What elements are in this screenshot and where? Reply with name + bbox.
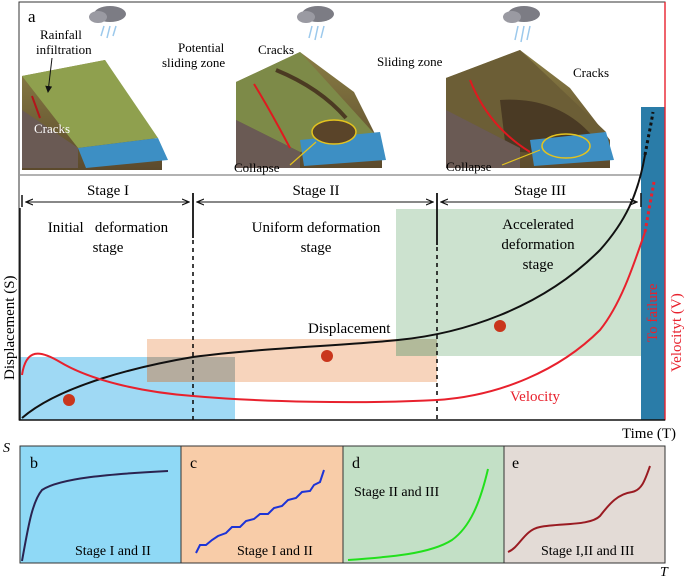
stage2-desc-line1: Uniform deformation bbox=[252, 220, 381, 236]
subpanel-b: b Stage I and II bbox=[19, 445, 182, 564]
label-potential: Potential bbox=[178, 40, 225, 55]
stage1-desc-line2: stage bbox=[93, 240, 124, 256]
y-axis-label: Displacement (S) bbox=[2, 275, 18, 380]
stage3-title: Stage III bbox=[514, 183, 566, 199]
displacement-marker bbox=[494, 320, 506, 332]
stage2-desc-line2: stage bbox=[301, 240, 332, 256]
label-cracks-2: Cracks bbox=[258, 42, 294, 57]
panel-a-letter: a bbox=[28, 7, 36, 26]
velocity-curve-label: Velocity bbox=[510, 389, 560, 405]
subpanel-d-caption: Stage II and III bbox=[354, 485, 439, 500]
slope-illustration-2 bbox=[236, 52, 386, 168]
label-sliding-zone-2: Sliding zone bbox=[377, 54, 443, 69]
failure-label: To failure bbox=[645, 283, 661, 342]
stage3-desc-line1: Accelerated bbox=[502, 217, 574, 233]
subpanel-b-letter: b bbox=[30, 455, 38, 472]
label-rainfall: Rainfall bbox=[40, 27, 82, 42]
subpanel-b-curve bbox=[21, 470, 169, 562]
subpanel-c-curve bbox=[195, 469, 325, 554]
displacement-marker bbox=[63, 394, 75, 406]
subpanel-b-caption: Stage I and II bbox=[75, 544, 151, 559]
stage3-desc-line2: deformation bbox=[501, 237, 575, 253]
velocity-axis-label: Velocityt (V) bbox=[669, 293, 685, 372]
cloud-icon bbox=[503, 6, 540, 43]
subpanel-d: d Stage II and III bbox=[342, 445, 505, 564]
subpanel-e: e Stage I,II and III bbox=[503, 445, 666, 564]
velocity-curve bbox=[21, 231, 646, 404]
stage3-desc-line3: stage bbox=[523, 257, 554, 273]
label-collapse-2: Collapse bbox=[446, 159, 492, 174]
slope-illustration-3 bbox=[446, 50, 614, 168]
label-collapse-1: Collapse bbox=[234, 160, 280, 175]
overlap-shade bbox=[396, 339, 437, 356]
cloud-icon bbox=[297, 6, 334, 41]
subpanel-c-letter: c bbox=[190, 455, 197, 472]
stage1-desc-line1: Initial deformation bbox=[48, 220, 169, 236]
stage1-title: Stage I bbox=[87, 183, 129, 199]
subpanel-c-caption: Stage I and II bbox=[237, 544, 313, 559]
subpanel-d-curve bbox=[347, 468, 489, 561]
pointer-3 bbox=[501, 149, 541, 166]
stage2-title: Stage II bbox=[292, 183, 339, 199]
subpanel-c: c Stage I and II bbox=[180, 445, 344, 564]
pointer-2 bbox=[289, 141, 317, 166]
bottom-t-label: T bbox=[660, 565, 669, 579]
label-cracks-1: Cracks bbox=[34, 121, 70, 136]
velocity-curve-dotted bbox=[643, 181, 656, 233]
slope-illustration-1 bbox=[22, 60, 168, 170]
label-sliding-zone-1: sliding zone bbox=[162, 55, 225, 70]
displacement-curve-label: Displacement bbox=[308, 321, 391, 337]
label-cracks-3: Cracks bbox=[573, 65, 609, 80]
overlap-shade bbox=[147, 357, 235, 382]
displacement-curve bbox=[21, 154, 646, 419]
bottom-s-label: S bbox=[3, 441, 10, 456]
cloud-icon bbox=[89, 6, 126, 39]
displacement-marker bbox=[321, 350, 333, 362]
subpanel-e-caption: Stage I,II and III bbox=[541, 544, 635, 559]
label-infiltration: infiltration bbox=[36, 42, 92, 57]
pointer-1 bbox=[45, 57, 53, 93]
subpanel-e-letter: e bbox=[512, 455, 519, 472]
subpanel-d-letter: d bbox=[352, 455, 360, 472]
x-axis-label: Time (T) bbox=[622, 426, 676, 442]
subpanel-e-curve bbox=[507, 465, 651, 553]
